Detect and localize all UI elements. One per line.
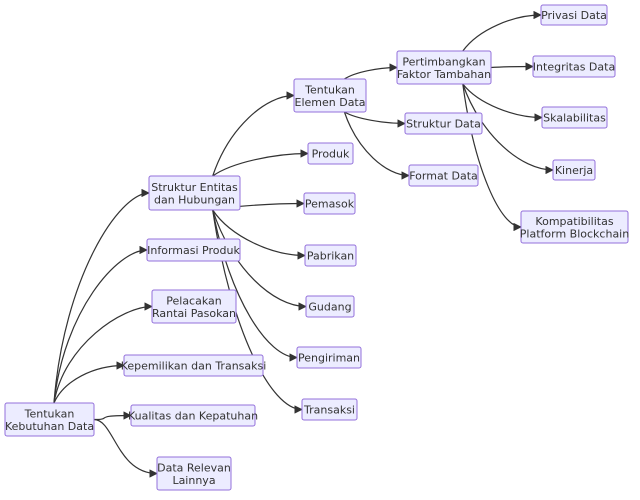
node-informasi-produk-box	[146, 238, 241, 262]
edge-tentukan-kebutuhan-data-to-data-relevan-lainnya	[93, 418, 158, 478]
node-struktur-data: Struktur Data	[404, 112, 483, 135]
node-kompatibilitas-box	[520, 210, 629, 244]
node-pengiriman-box	[296, 346, 362, 369]
node-struktur-data-label-line-1: Struktur Data	[406, 118, 481, 131]
node-data-relevan-lainnya-label-line-1: Data Relevan	[157, 461, 231, 474]
node-tentukan-kebutuhan-data-label-line-2: Kebutuhan Data	[5, 420, 94, 433]
node-pertimbangkan-faktor-label-line-2: Faktor Tambahan	[397, 68, 491, 81]
node-skalabilitas-box	[541, 106, 608, 129]
node-kinerja-label-line-1: Kinerja	[555, 164, 593, 177]
node-format-data-box	[408, 164, 479, 187]
node-produk-box	[307, 142, 354, 165]
edge-pertimbangkan-faktor-to-skalabilitas	[462, 83, 543, 122]
node-kepemilikan-transaksi-box	[123, 354, 264, 377]
edge-pertimbangkan-faktor-to-kinerja	[462, 83, 554, 175]
node-pemasok: Pemasok	[303, 192, 356, 215]
edge-tentukan-kebutuhan-data-to-informasi-produk	[53, 245, 148, 404]
edge-tentukan-kebutuhan-data-to-kualitas-kepatuhan	[93, 411, 132, 421]
node-integritas-data-label-line-1: Integritas Data	[533, 61, 615, 74]
node-pelacakan-rantai-pasokan-label-line-1: Pelacakan	[166, 294, 222, 307]
node-informasi-produk: Informasi Produk	[146, 238, 241, 262]
node-tentukan-elemen-data-box	[293, 78, 367, 113]
node-privasi-data-box	[540, 4, 608, 26]
node-tentukan-elemen-data-label-line-2: Elemen Data	[295, 96, 366, 109]
edge-struktur-entitas-to-tentukan-elemen-data	[212, 91, 295, 177]
node-informasi-produk-label-line-1: Informasi Produk	[147, 244, 240, 257]
node-struktur-data-box	[404, 112, 483, 135]
edge-tentukan-kebutuhan-data-to-pelacakan-rantai-pasokan	[53, 302, 153, 404]
node-pabrikan: Pabrikan	[304, 244, 357, 267]
node-struktur-entitas-label-line-2: dan Hubungan	[154, 193, 235, 206]
node-kepemilikan-transaksi: Kepemilikan dan Transaksi	[121, 354, 267, 377]
edge-struktur-entitas-to-gudang	[212, 209, 307, 311]
node-pengiriman: Pengiriman	[296, 346, 362, 369]
node-kualitas-kepatuhan-box	[130, 404, 256, 427]
node-data-relevan-lainnya-label-line-2: Lainnya	[172, 474, 215, 487]
node-pelacakan-rantai-pasokan-label-line-2: Rantai Pasokan	[152, 307, 236, 320]
node-pertimbangkan-faktor-box	[396, 50, 492, 85]
node-pabrikan-label-line-1: Pabrikan	[307, 250, 354, 263]
node-gudang-label-line-1: Gudang	[308, 301, 351, 314]
node-transaksi: Transaksi	[301, 398, 358, 421]
edge-pertimbangkan-faktor-to-integritas-data	[490, 62, 534, 71]
node-skalabilitas-label-line-1: Skalabilitas	[543, 112, 606, 125]
node-struktur-entitas-label-line-1: Struktur Entitas	[151, 181, 238, 194]
node-kualitas-kepatuhan: Kualitas dan Kepatuhan	[128, 404, 258, 427]
node-tentukan-kebutuhan-data-label-line-1: Tentukan	[24, 407, 75, 420]
node-integritas-data-box	[532, 55, 616, 78]
node-integritas-data: Integritas Data	[532, 55, 616, 78]
node-struktur-entitas-box	[148, 175, 241, 211]
node-kompatibilitas-label-line-2: Platform Blockchain	[520, 227, 629, 240]
node-pengiriman-label-line-1: Pengiriman	[298, 352, 360, 365]
node-format-data-label-line-1: Format Data	[409, 170, 478, 183]
node-pemasok-label-line-1: Pemasok	[305, 198, 355, 211]
node-produk-label-line-1: Produk	[312, 148, 350, 161]
edge-struktur-entitas-to-produk	[212, 149, 309, 177]
edge-tentukan-elemen-data-to-struktur-data	[344, 111, 406, 128]
edge-tentukan-elemen-data-to-pertimbangkan-faktor	[344, 63, 398, 80]
node-format-data: Format Data	[408, 164, 479, 187]
edge-struktur-entitas-to-pabrikan	[212, 209, 306, 260]
node-kinerja: Kinerja	[552, 159, 596, 181]
node-transaksi-box	[301, 398, 358, 421]
node-pabrikan-box	[304, 244, 357, 267]
node-tentukan-elemen-data-label-line-1: Tentukan	[304, 83, 355, 96]
node-produk: Produk	[307, 142, 354, 165]
node-privasi-data: Privasi Data	[540, 4, 608, 26]
node-gudang-box	[305, 295, 355, 318]
edge-tentukan-elemen-data-to-format-data	[343, 111, 410, 180]
node-pemasok-box	[303, 192, 356, 215]
edge-tentukan-kebutuhan-data-to-kepemilikan-transaksi	[53, 361, 125, 404]
edge-pertimbangkan-faktor-to-privasi-data	[462, 10, 542, 52]
node-tentukan-kebutuhan-data-box	[4, 402, 95, 437]
node-privasi-data-label-line-1: Privasi Data	[541, 9, 607, 22]
node-gudang: Gudang	[305, 295, 355, 318]
node-kinerja-box	[552, 159, 596, 181]
edge-tentukan-kebutuhan-data-to-struktur-entitas	[53, 188, 150, 404]
node-pertimbangkan-faktor-label-line-1: Pertimbangkan	[402, 55, 485, 68]
node-transaksi-label-line-1: Transaksi	[303, 404, 355, 417]
node-data-relevan-lainnya-box	[156, 456, 232, 491]
node-kualitas-kepatuhan-label-line-1: Kualitas dan Kepatuhan	[128, 410, 258, 423]
node-pelacakan-rantai-pasokan-box	[151, 289, 237, 324]
node-skalabilitas: Skalabilitas	[541, 106, 608, 129]
node-kompatibilitas-label-line-1: Kompatibilitas	[535, 215, 613, 228]
node-kepemilikan-transaksi-label-line-1: Kepemilikan dan Transaksi	[121, 360, 267, 373]
edge-struktur-entitas-to-pengiriman	[212, 209, 298, 362]
